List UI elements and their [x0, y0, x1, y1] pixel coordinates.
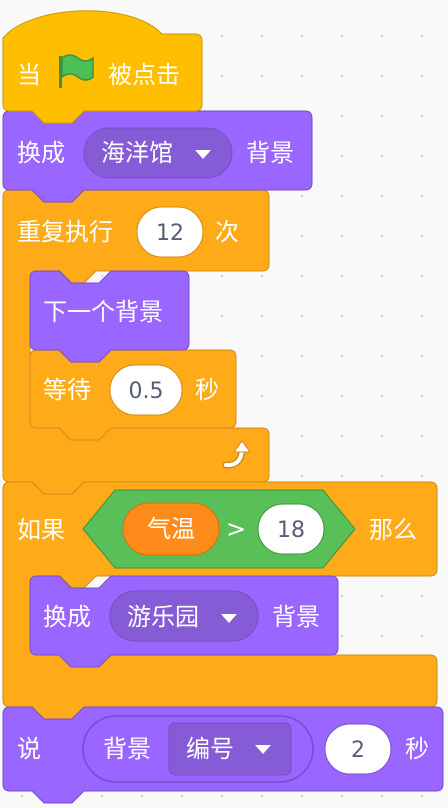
when-flag-clicked-hat-block[interactable]: [2, 10, 203, 124]
wait-suffix: 秒: [195, 376, 219, 404]
wait-seconds-input[interactable]: 0.5: [109, 364, 183, 416]
compare-value-input[interactable]: 18: [257, 503, 325, 555]
hat-label-when: 当: [17, 61, 41, 89]
temperature-reporter-label: 气温: [147, 515, 195, 543]
wait-seconds-value: 0.5: [129, 379, 164, 404]
say-seconds-input[interactable]: 2: [324, 723, 392, 775]
switch-backdrop-label: 换成: [17, 139, 65, 167]
temperature-reporter[interactable]: 气温: [122, 502, 220, 556]
then-label: 那么: [369, 516, 417, 544]
repeat-count-value: 12: [156, 221, 184, 246]
backdrop-property-menu[interactable]: 编号: [168, 722, 292, 776]
wait-label: 等待: [43, 376, 91, 404]
backdrop-menu-1-value: 海洋馆: [101, 139, 173, 167]
green-flag-icon: [59, 54, 94, 88]
repeat-label: 重复执行: [17, 218, 113, 246]
say-suffix: 秒: [405, 735, 429, 763]
switch-backdrop-2-suffix: 背景: [272, 603, 320, 631]
dropdown-arrow-icon: [221, 614, 237, 623]
backdrop-reporter-label: 背景: [103, 735, 151, 763]
switch-backdrop-suffix: 背景: [246, 139, 294, 167]
next-backdrop-block[interactable]: [29, 270, 190, 363]
backdrop-menu-1[interactable]: 海洋馆: [83, 127, 233, 179]
dropdown-arrow-icon: [255, 745, 271, 754]
say-seconds-value: 2: [351, 738, 365, 763]
switch-backdrop-2-label: 换成: [43, 603, 91, 631]
repeat-suffix: 次: [215, 218, 239, 246]
backdrop-menu-2[interactable]: 游乐园: [109, 590, 259, 642]
backdrop-number-reporter[interactable]: 背景 编号: [82, 715, 314, 783]
repeat-count-input[interactable]: 12: [136, 206, 204, 258]
next-backdrop-label: 下一个背景: [43, 298, 163, 326]
greater-than-operator[interactable]: 气温 > 18: [82, 489, 356, 569]
hat-label-clicked: 被点击: [108, 61, 180, 89]
if-label: 如果: [17, 516, 65, 544]
backdrop-menu-2-value: 游乐园: [127, 603, 199, 631]
operator-symbol: >: [226, 515, 246, 543]
compare-value: 18: [277, 518, 305, 543]
backdrop-property-value: 编号: [186, 735, 234, 763]
dropdown-arrow-icon: [195, 150, 211, 159]
say-label: 说: [17, 735, 41, 763]
loop-arrow-icon: [222, 440, 251, 469]
